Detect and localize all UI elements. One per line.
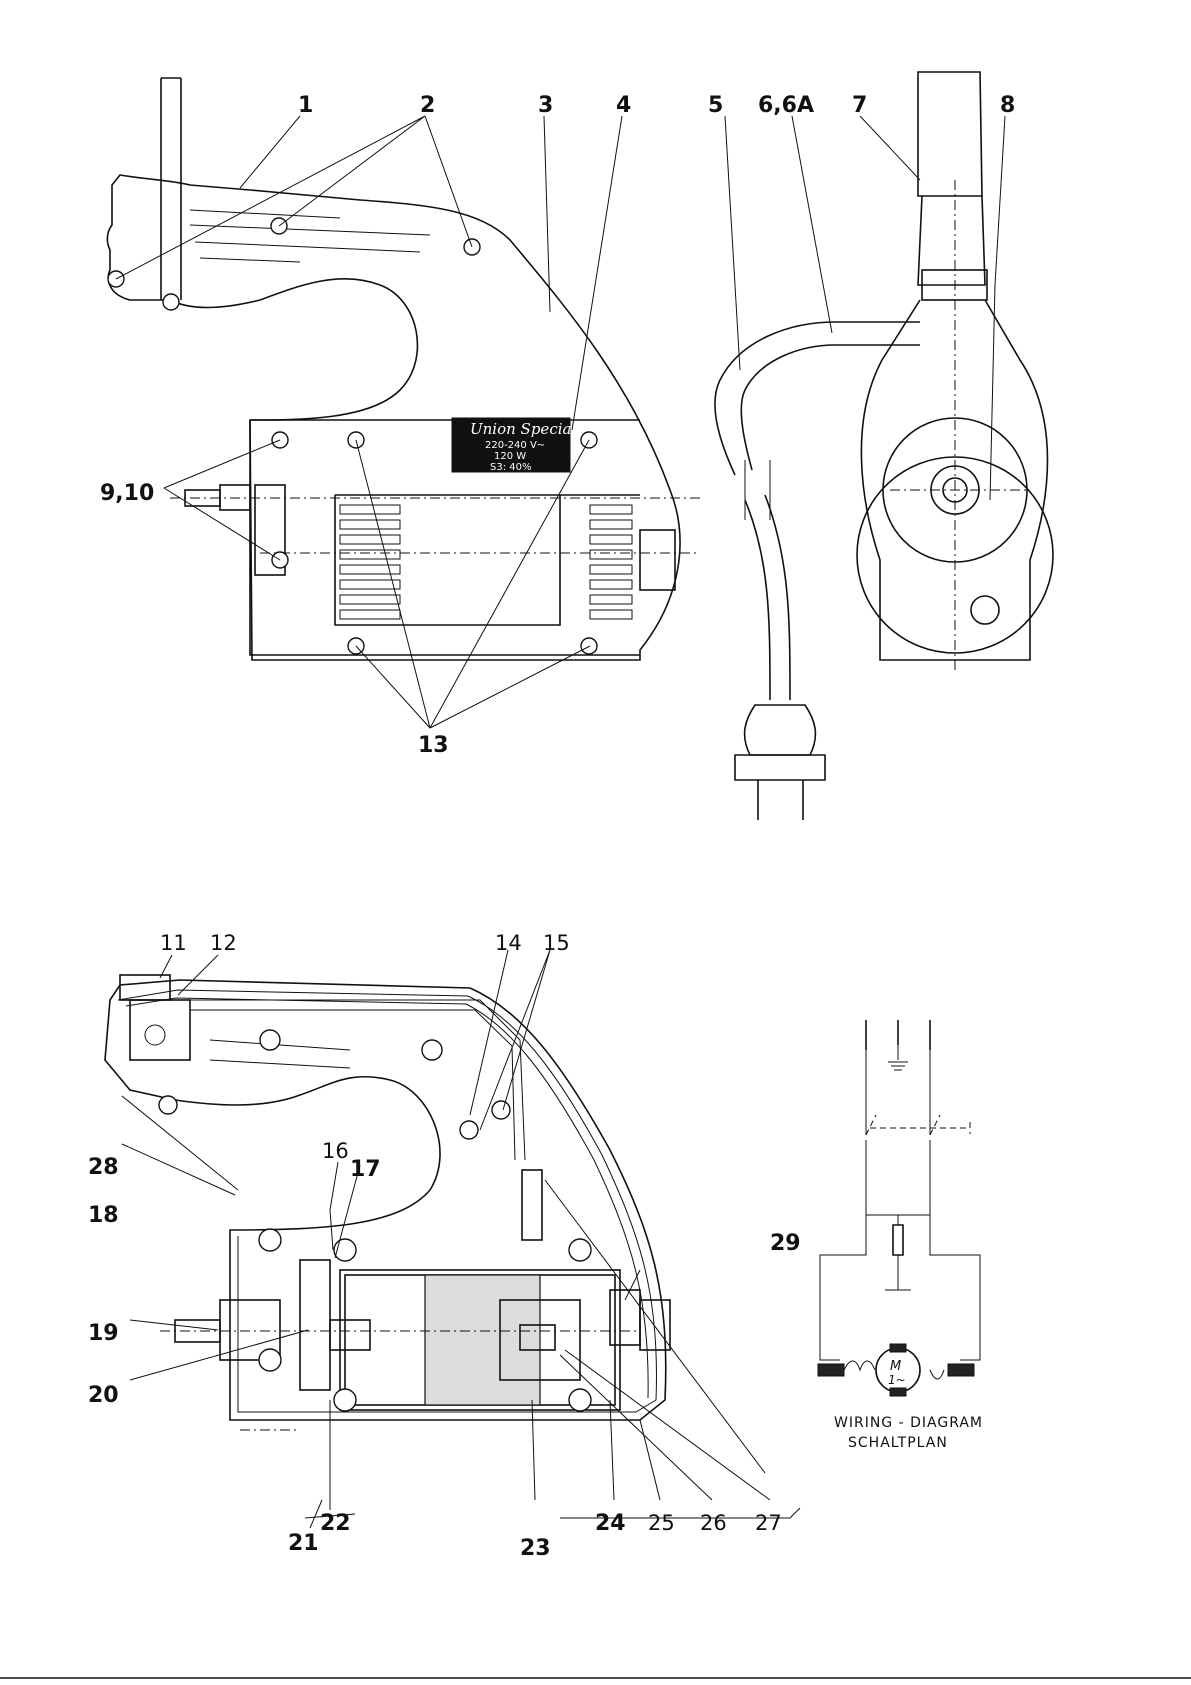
callout-15: 15 xyxy=(543,931,570,955)
callout-16: 16 xyxy=(322,1139,349,1163)
callout-17: 17 xyxy=(350,1157,381,1182)
motor-symbol-phase: 1~ xyxy=(888,1373,906,1387)
callout-9-10: 9,10 xyxy=(100,481,154,506)
nameplate-power: 120 W xyxy=(494,451,526,462)
callout-23: 23 xyxy=(520,1536,551,1561)
callout-21: 21 xyxy=(288,1531,319,1556)
callout-3: 3 xyxy=(538,93,553,118)
callout-5: 5 xyxy=(708,93,723,118)
callout-4: 4 xyxy=(616,93,631,118)
callout-20: 20 xyxy=(88,1383,119,1408)
nameplate: Union Special 220-240 V~ 120 W S3: 40% xyxy=(452,418,576,473)
motor-end-view xyxy=(715,72,1053,820)
nameplate-brand: Union Special xyxy=(470,420,576,438)
callout-1: 1 xyxy=(298,93,313,118)
callout-7: 7 xyxy=(852,93,867,118)
wiring-caption-en: WIRING - DIAGRAM xyxy=(834,1415,983,1431)
callout-6-6a: 6,6A xyxy=(758,93,814,118)
callout-12: 12 xyxy=(210,931,237,955)
bottom-view-callouts: 11 12 14 15 16 17 28 18 19 20 21 22 23 2… xyxy=(88,931,801,1561)
motor-side-view: Union Special 220-240 V~ 120 W S3: 40% xyxy=(107,78,700,728)
nameplate-duty: S3: 40% xyxy=(490,462,531,473)
callout-25: 25 xyxy=(648,1511,675,1535)
callout-13: 13 xyxy=(418,733,449,758)
callout-19: 19 xyxy=(88,1321,119,1346)
callout-24: 24 xyxy=(595,1511,626,1536)
motor-interior-view xyxy=(105,950,800,1528)
wiring-caption-de: SCHALTPLAN xyxy=(848,1435,948,1451)
callout-27: 27 xyxy=(755,1511,782,1535)
callout-11: 11 xyxy=(160,931,187,955)
callout-14: 14 xyxy=(495,931,522,955)
wiring-diagram: M 1~ WIRING - DIAGRAM SCHALTPLAN xyxy=(818,1020,983,1451)
nameplate-voltage: 220-240 V~ xyxy=(485,440,545,451)
motor-symbol-m: M xyxy=(890,1359,901,1374)
callout-26: 26 xyxy=(700,1511,727,1535)
callout-22: 22 xyxy=(320,1511,351,1536)
callout-8: 8 xyxy=(1000,93,1015,118)
callout-28: 28 xyxy=(88,1155,119,1180)
callout-2: 2 xyxy=(420,93,435,118)
callout-18: 18 xyxy=(88,1203,119,1228)
callout-29: 29 xyxy=(770,1231,801,1256)
